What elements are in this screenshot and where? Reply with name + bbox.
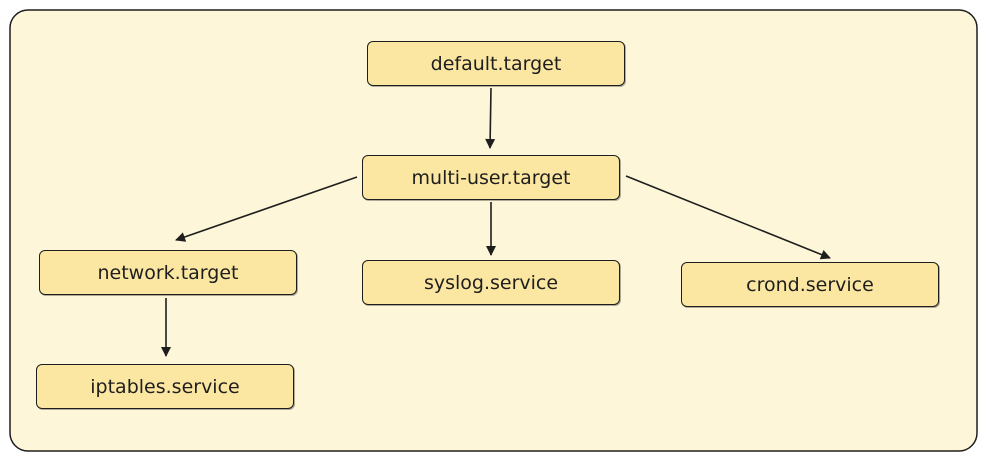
node-label: syslog.service	[423, 271, 559, 294]
edge-default-to-multi-user	[485, 87, 496, 149]
diagram-frame	[9, 9, 978, 452]
node-label: default.target	[430, 52, 562, 75]
node-multi-user-target[interactable]: multi-user.target	[362, 155, 620, 200]
node-syslog-service[interactable]: syslog.service	[362, 260, 620, 305]
node-label: crond.service	[746, 273, 874, 296]
node-crond-service[interactable]: crond.service	[681, 262, 939, 307]
node-label: network.target	[97, 261, 239, 284]
edge-multi-user-to-crond	[625, 175, 831, 260]
node-network-target[interactable]: network.target	[39, 250, 297, 295]
edge-multi-user-to-network	[175, 176, 358, 242]
node-label: multi-user.target	[411, 166, 571, 189]
node-iptables-service[interactable]: iptables.service	[36, 364, 294, 409]
node-default-target[interactable]: default.target	[367, 41, 625, 86]
node-label: iptables.service	[90, 375, 240, 398]
